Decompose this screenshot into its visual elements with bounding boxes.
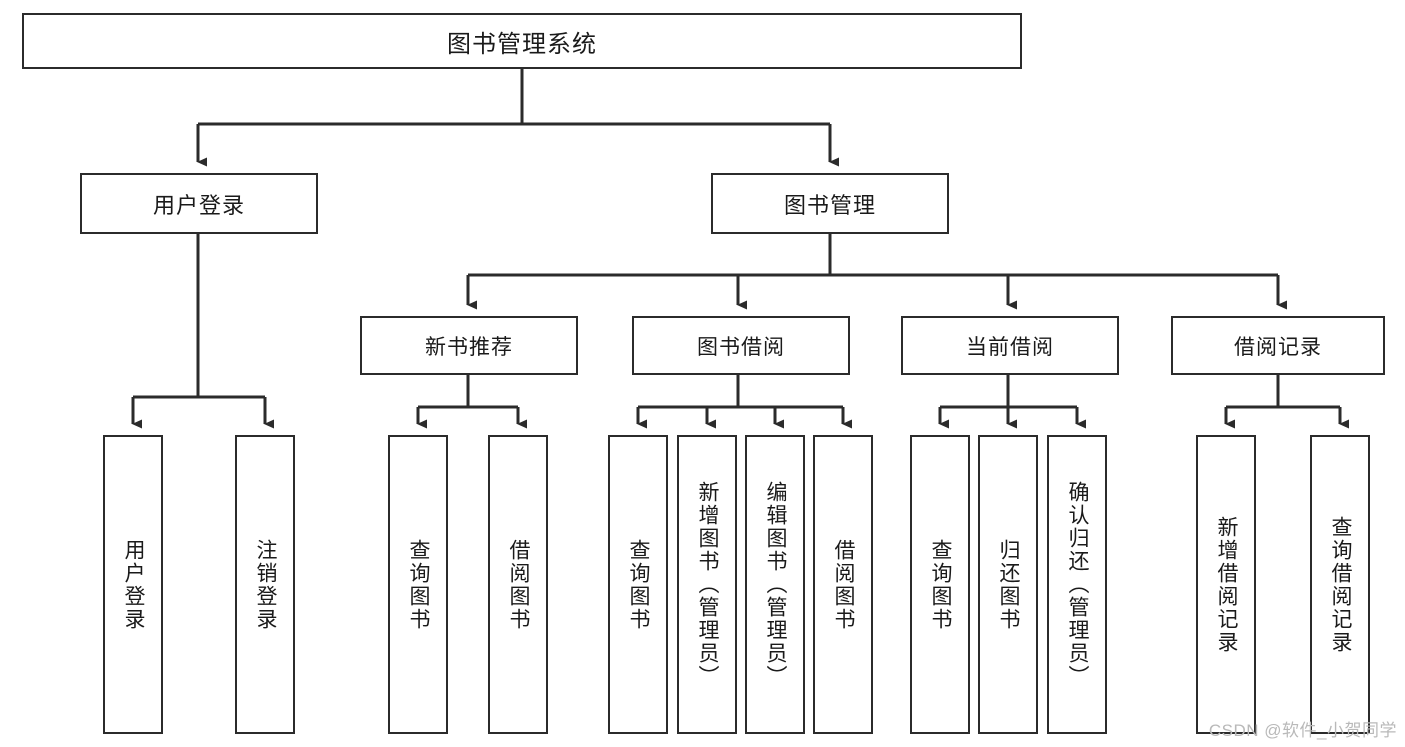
- leaf-borrow-book-recommend[interactable]: 借阅图书: [488, 435, 548, 734]
- leaf-query-book-current-label: 查询图书: [929, 538, 953, 631]
- node-borrow-record[interactable]: 借阅记录: [1171, 316, 1385, 375]
- watermark-text: CSDN @软件_小贺同学: [1208, 721, 1397, 740]
- node-root[interactable]: 图书管理系统: [22, 13, 1022, 69]
- leaf-borrow-book-recommend-label: 借阅图书: [507, 538, 531, 631]
- leaf-query-borrow-record[interactable]: 查询借阅记录: [1310, 435, 1370, 734]
- leaf-add-borrow-record-label: 新增借阅记录: [1215, 515, 1239, 654]
- leaf-query-book-recommend[interactable]: 查询图书: [388, 435, 448, 734]
- leaf-return-book-label: 归还图书: [997, 538, 1021, 631]
- leaf-query-book-borrow-label: 查询图书: [627, 538, 651, 631]
- leaf-add-book-admin-label: 新增图书（管理员）: [696, 481, 720, 688]
- leaf-user-login[interactable]: 用户登录: [103, 435, 163, 734]
- node-book-management[interactable]: 图书管理: [711, 173, 949, 234]
- leaf-user-login-label: 用户登录: [122, 538, 146, 631]
- leaf-query-borrow-record-label: 查询借阅记录: [1329, 515, 1353, 654]
- leaf-confirm-return-admin-label: 确认归还（管理员）: [1066, 481, 1090, 688]
- node-book-borrow[interactable]: 图书借阅: [632, 316, 850, 375]
- node-root-label: 图书管理系统: [447, 30, 597, 58]
- node-current-borrow[interactable]: 当前借阅: [901, 316, 1119, 375]
- leaf-borrow-book-label: 借阅图书: [832, 538, 856, 631]
- leaf-add-book-admin[interactable]: 新增图书（管理员）: [677, 435, 737, 734]
- node-book-borrow-label: 图书借阅: [697, 335, 785, 359]
- node-borrow-record-label: 借阅记录: [1234, 335, 1322, 359]
- leaf-add-borrow-record[interactable]: 新增借阅记录: [1196, 435, 1256, 734]
- leaf-edit-book-admin-label: 编辑图书（管理员）: [764, 481, 788, 688]
- leaf-query-book-borrow[interactable]: 查询图书: [608, 435, 668, 734]
- leaf-borrow-book[interactable]: 借阅图书: [813, 435, 873, 734]
- leaf-query-book-current[interactable]: 查询图书: [910, 435, 970, 734]
- node-book-management-label: 图书管理: [783, 192, 876, 218]
- node-new-book-recommend[interactable]: 新书推荐: [360, 316, 578, 375]
- leaf-query-book-recommend-label: 查询图书: [407, 538, 431, 631]
- leaf-confirm-return-admin[interactable]: 确认归还（管理员）: [1047, 435, 1107, 734]
- node-current-borrow-label: 当前借阅: [966, 335, 1054, 359]
- leaf-logout[interactable]: 注销登录: [235, 435, 295, 734]
- leaf-edit-book-admin[interactable]: 编辑图书（管理员）: [745, 435, 805, 734]
- leaf-logout-label: 注销登录: [254, 538, 278, 631]
- node-user-login[interactable]: 用户登录: [80, 173, 318, 234]
- node-new-book-recommend-label: 新书推荐: [425, 335, 513, 359]
- leaf-return-book[interactable]: 归还图书: [978, 435, 1038, 734]
- node-user-login-label: 用户登录: [152, 192, 245, 218]
